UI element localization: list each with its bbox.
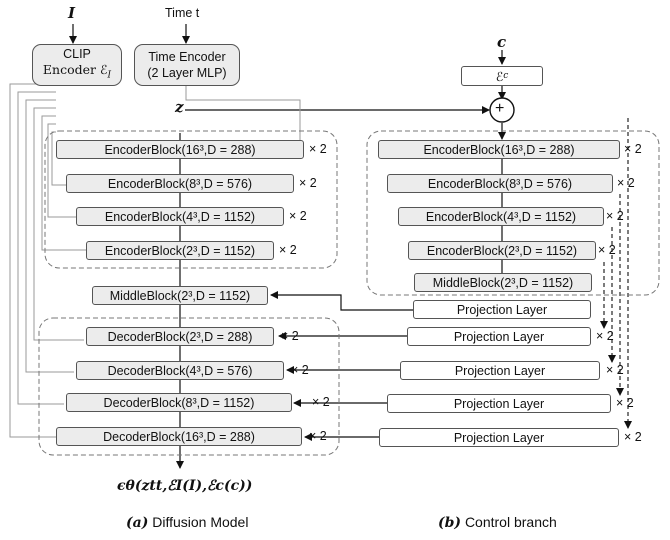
encoder-block-2: EncoderBlock(4³,D = 1152) <box>76 207 284 226</box>
projection-layer-0: Projection Layer <box>413 300 591 319</box>
clip-encoder-line2-wrap: Encoder ℰI <box>43 62 111 84</box>
encoder-repeat-3: × 2 <box>279 243 297 257</box>
encoder-block-1: EncoderBlock(8³,D = 576) <box>66 174 294 193</box>
decoder-block-2: DecoderBlock(8³,D = 1152) <box>66 393 292 412</box>
clip-encoder-box: CLIP Encoder ℰI <box>32 44 122 86</box>
decoder-block-3: DecoderBlock(16³,D = 288) <box>56 427 302 446</box>
sum-node <box>489 97 515 123</box>
encoder-block-0: EncoderBlock(16³,D = 288) <box>56 140 304 159</box>
clip-encoder-line2: Encoder ℰ <box>42 62 108 78</box>
decoder-block-1: DecoderBlock(4³,D = 576) <box>76 361 284 380</box>
control-middle-block: MiddleBlock(2³,D = 1152) <box>414 273 592 292</box>
condition-symbol: c <box>497 33 507 51</box>
control-encoder-block-2: EncoderBlock(4³,D = 1152) <box>398 207 604 226</box>
control-encoder-repeat-0: × 2 <box>624 142 642 156</box>
time-cond-lines <box>185 84 301 140</box>
plus-symbol: + <box>495 100 505 117</box>
control-encoder-sub: c <box>503 71 509 81</box>
control-encoder-block-1: EncoderBlock(8³,D = 576) <box>387 174 613 193</box>
caption-a: (a) Diffusion Model <box>126 514 248 531</box>
projection-repeat-1: × 2 <box>596 329 614 343</box>
clip-encoder-sub: I <box>107 70 112 81</box>
latent-symbol: z <box>175 98 184 116</box>
caption-a-tag: (a) <box>126 515 149 531</box>
time-encoder-box: Time Encoder (2 Layer MLP) <box>134 44 240 86</box>
projection-repeat-4: × 2 <box>624 430 642 444</box>
time-encoder-line1: Time Encoder <box>148 50 226 64</box>
clip-encoder-line1: CLIP <box>63 47 91 62</box>
caption-b: (b) Control branch <box>438 514 557 531</box>
caption-a-text: Diffusion Model <box>152 514 249 530</box>
output-formula: ϵθ(ztt,ℰI(I),ℰc(c)) <box>117 478 253 494</box>
encoder-block-3: EncoderBlock(2³,D = 1152) <box>86 241 274 260</box>
input-arrows <box>69 24 506 140</box>
control-encoder-block-3: EncoderBlock(2³,D = 1152) <box>408 241 596 260</box>
middle-block: MiddleBlock(2³,D = 1152) <box>92 286 268 305</box>
projection-layer-3: Projection Layer <box>387 394 611 413</box>
decoder-repeat-2: × 2 <box>312 395 330 409</box>
control-encoder-repeat-2: × 2 <box>606 209 624 223</box>
control-encoder-block-0: EncoderBlock(16³,D = 288) <box>378 140 620 159</box>
projection-repeat-3: × 2 <box>616 396 634 410</box>
projection-layer-2: Projection Layer <box>400 361 600 380</box>
caption-b-text: Control branch <box>464 514 557 530</box>
time-encoder-line2: (2 Layer MLP) <box>147 66 227 80</box>
skip-connections <box>9 83 86 438</box>
control-dashed-arrows <box>600 118 632 429</box>
decoder-repeat-0: × 2 <box>281 329 299 343</box>
control-encoder-repeat-1: × 2 <box>617 176 635 190</box>
projection-layer-1: Projection Layer <box>407 327 591 346</box>
image-symbol: I <box>68 4 76 22</box>
encoder-repeat-1: × 2 <box>299 176 317 190</box>
projection-arrows <box>270 291 413 441</box>
decoder-block-0: DecoderBlock(2³,D = 288) <box>86 327 274 346</box>
encoder-repeat-0: × 2 <box>309 142 327 156</box>
control-encoder-label: ℰ <box>495 68 504 84</box>
projection-layer-4: Projection Layer <box>379 428 619 447</box>
decoder-repeat-1: × 2 <box>291 363 309 377</box>
projection-repeat-2: × 2 <box>606 363 624 377</box>
group-outlines <box>38 130 660 456</box>
decoder-repeat-3: × 2 <box>309 429 327 443</box>
caption-b-tag: (b) <box>438 515 462 531</box>
encoder-repeat-2: × 2 <box>289 209 307 223</box>
time-label: Time t <box>165 6 200 20</box>
control-encoder-repeat-3: × 2 <box>598 243 616 257</box>
